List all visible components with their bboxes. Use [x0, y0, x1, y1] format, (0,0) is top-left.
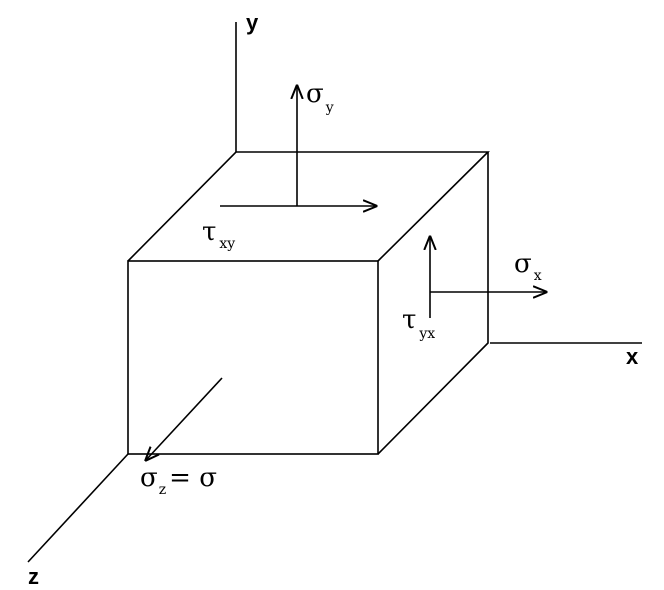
x-axis-label: x [626, 344, 639, 369]
cube-top-face [127, 151, 490, 262]
z-axis [27, 453, 129, 563]
cube-front-face [127, 260, 379, 455]
cube-right-face [377, 152, 489, 455]
sigma-z-label: σz= σ [140, 463, 217, 498]
y-axis-label: y [246, 10, 259, 35]
z-axis-label: z [28, 564, 39, 589]
sigma-z-arrow [146, 377, 223, 460]
